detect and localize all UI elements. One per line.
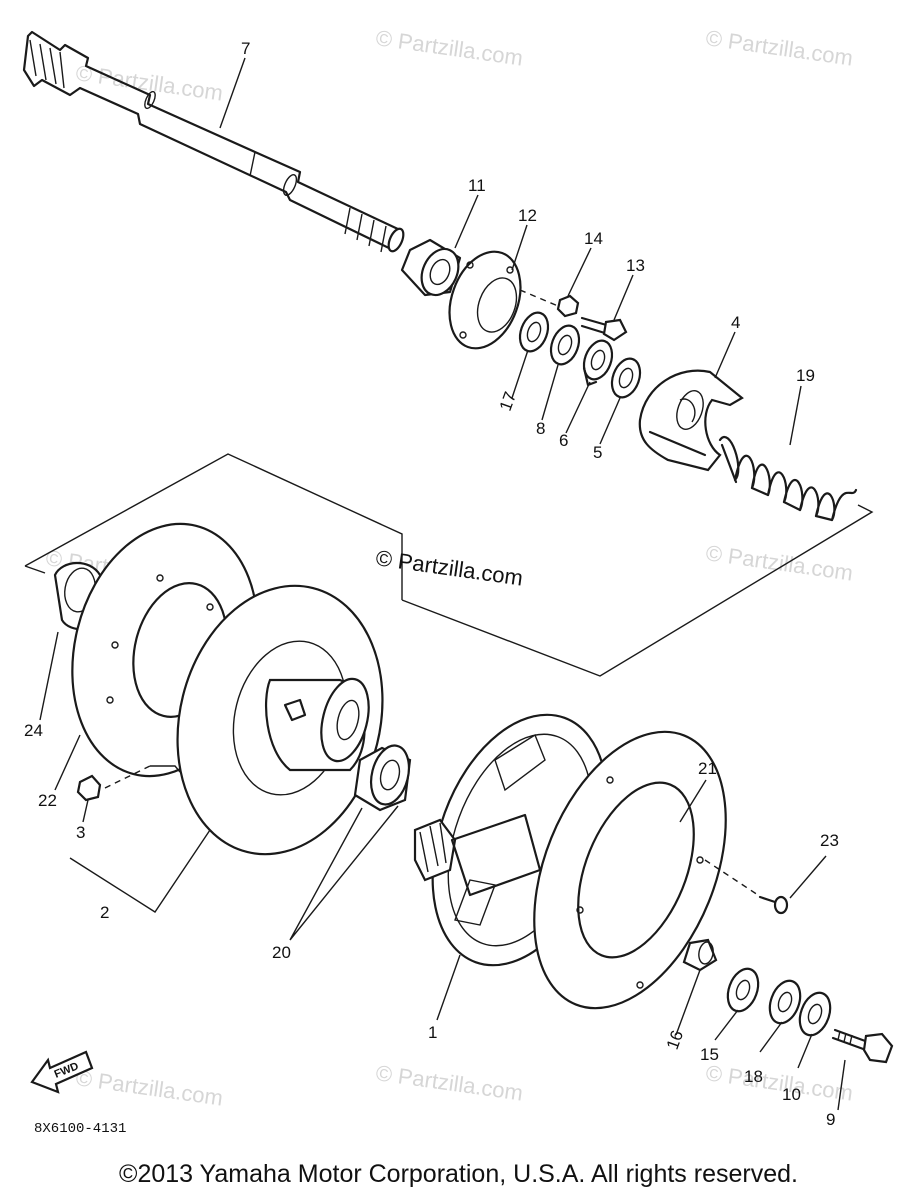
- assembly-outline: [24, 453, 874, 677]
- shaft-part-7: [22, 30, 405, 253]
- callout-23: 23: [820, 831, 839, 850]
- callout-19: 19: [796, 366, 815, 385]
- leader-lines: [39, 57, 846, 1111]
- washer-part-5: [610, 357, 642, 399]
- cam-part-4: [638, 369, 744, 472]
- sheave-assembly-part-2: [176, 584, 384, 856]
- callout-20: 20: [272, 943, 291, 962]
- plate-part-21: [533, 730, 727, 1010]
- callout-3: 3: [76, 823, 85, 842]
- callout-10: 10: [782, 1085, 801, 1104]
- bushing-part-20: [353, 744, 412, 812]
- watermark-mid-right: © Partzilla.com: [704, 540, 854, 585]
- screw-part-23: [758, 895, 789, 915]
- bearing-part-11: [400, 238, 462, 297]
- bolt-part-9: [831, 1028, 894, 1064]
- diagram-code: 8X6100-4131: [34, 1121, 126, 1137]
- callout-16: 16: [663, 1028, 687, 1052]
- washer-part-15: [726, 967, 760, 1013]
- bolt-part-13: [580, 316, 628, 342]
- washer-part-10: [798, 991, 832, 1037]
- callout-24: 24: [24, 721, 43, 740]
- watermark-center: © Partzilla.com: [374, 545, 524, 590]
- callout-4: 4: [731, 313, 740, 332]
- callout-1: 1: [428, 1023, 437, 1042]
- callout-12: 12: [518, 206, 537, 225]
- callout-6: 6: [559, 431, 568, 450]
- nut-part-3: [76, 774, 102, 802]
- callout-13: 13: [626, 256, 645, 275]
- callout-7: 7: [241, 39, 250, 58]
- callout-2: 2: [100, 903, 109, 922]
- washer-part-17: [518, 311, 550, 353]
- callout-17: 17: [496, 389, 520, 413]
- callout-8: 8: [536, 419, 545, 438]
- callout-15: 15: [700, 1045, 719, 1064]
- callout-labels: 7 11 12 14 13 4 19 17 8 6 5 24 22 3 2 20…: [24, 39, 839, 1129]
- watermark-bottom-right: © Partzilla.com: [704, 1060, 854, 1105]
- fwd-arrow-icon: FWD: [30, 1050, 94, 1094]
- callout-18: 18: [744, 1067, 763, 1086]
- watermark-bottom-middle: © Partzilla.com: [374, 1060, 524, 1105]
- nut-part-14: [556, 294, 580, 318]
- watermark-top-middle: © Partzilla.com: [374, 25, 524, 70]
- callout-21: 21: [698, 759, 717, 778]
- spring-part-19: [718, 435, 858, 522]
- callout-14: 14: [584, 229, 603, 248]
- copyright-notice: ©2013 Yamaha Motor Corporation, U.S.A. A…: [119, 1160, 798, 1188]
- washer-part-8: [549, 324, 581, 366]
- watermark-top-right: © Partzilla.com: [704, 25, 854, 70]
- callout-9: 9: [826, 1110, 835, 1129]
- callout-5: 5: [593, 443, 602, 462]
- callout-22: 22: [38, 791, 57, 810]
- flange-part-12: [448, 250, 522, 350]
- dash-line-12-14: [519, 289, 559, 307]
- washer-part-18: [768, 979, 802, 1025]
- watermark-bottom-left: © Partzilla.com: [74, 1065, 224, 1110]
- washer-part-6: [582, 339, 614, 387]
- callout-11: 11: [468, 176, 486, 195]
- collar-part-16: [682, 938, 718, 972]
